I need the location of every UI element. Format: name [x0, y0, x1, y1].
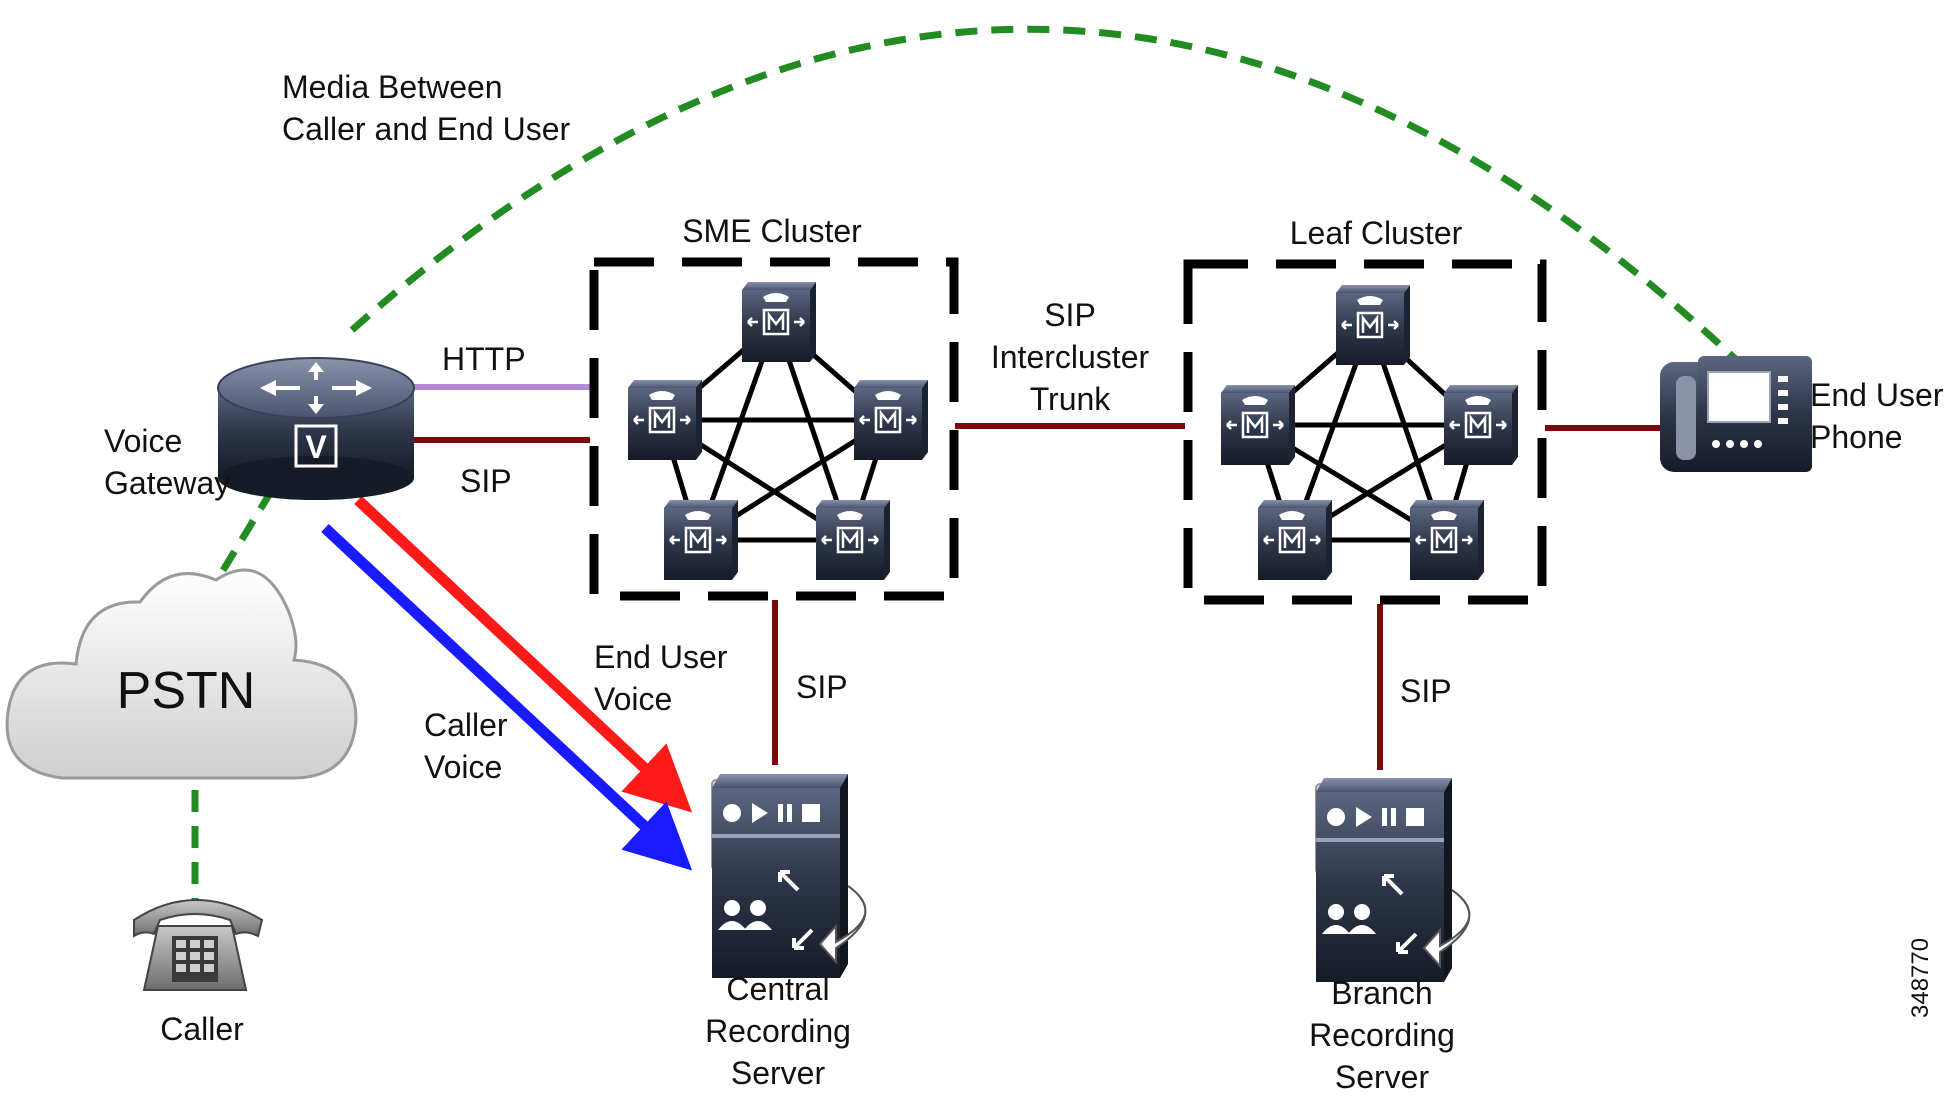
sip-trunk-label-line1: SIP: [1044, 297, 1096, 333]
end-user-voice-label-line2: Voice: [594, 681, 672, 717]
gateway-badge: V: [305, 429, 327, 465]
branch-server-label-line1: Branch: [1331, 975, 1432, 1011]
ip-phone-icon: [1660, 356, 1812, 472]
leaf-cucm-node-4: [1256, 498, 1334, 582]
sip-gateway-label: SIP: [460, 463, 512, 499]
sme-cucm-node-1: [740, 280, 818, 364]
caller-label: Caller: [160, 1011, 244, 1047]
voice-gateway-label-line1: Voice: [104, 423, 182, 459]
pstn-cloud-icon: PSTN: [5, 568, 358, 780]
caller-voice-arrow: [321, 523, 693, 871]
sme-cluster-label: SME Cluster: [682, 213, 862, 249]
sip-trunk-label-line3: Trunk: [1030, 381, 1112, 417]
end-user-phone-label-line1: End User: [1810, 377, 1944, 413]
branch-recording-server-icon: [1314, 776, 1472, 984]
sip-trunk-label-line2: Intercluster: [991, 339, 1150, 375]
leaf-cucm-node-3: [1442, 383, 1520, 467]
central-server-label-line3: Server: [731, 1055, 826, 1091]
leaf-cucm-node-2: [1219, 383, 1297, 467]
sip-branch-label: SIP: [1400, 673, 1452, 709]
media-path-gateway-pstn: [219, 488, 275, 574]
leaf-cucm-node-1: [1334, 283, 1412, 367]
sme-cucm-node-4: [662, 498, 740, 582]
leaf-cluster-boundary: [1183, 259, 1547, 605]
central-recording-server-icon: [710, 772, 868, 980]
leaf-cluster-label: Leaf Cluster: [1290, 215, 1463, 251]
central-server-label-line1: Central: [726, 971, 829, 1007]
sme-cucm-node-3: [852, 378, 930, 462]
router-icon: V: [217, 357, 415, 500]
media-label-line2: Caller and End User: [282, 111, 570, 147]
media-label-line1: Media Between: [282, 69, 503, 105]
end-user-voice-arrow: [354, 495, 693, 813]
sme-cluster-boundary: [589, 257, 959, 601]
caller-voice-label-line2: Voice: [424, 749, 502, 785]
http-label: HTTP: [442, 341, 526, 377]
voice-gateway-label-line2: Gateway: [104, 465, 230, 501]
media-path-dashed: [349, 25, 1748, 371]
end-user-phone-label-line2: Phone: [1810, 419, 1903, 455]
end-user-voice-label-line1: End User: [594, 639, 728, 675]
figure-id: 348770: [1907, 938, 1934, 1018]
pstn-label: PSTN: [117, 662, 256, 720]
sme-cucm-node-5: [814, 498, 892, 582]
sme-cucm-node-2: [626, 378, 704, 462]
sip-central-label: SIP: [796, 669, 848, 705]
central-server-label-line2: Recording: [705, 1013, 851, 1049]
leaf-cucm-node-5: [1408, 498, 1486, 582]
desk-telephone-icon: [133, 899, 264, 991]
caller-voice-label-line1: Caller: [424, 707, 508, 743]
branch-server-label-line2: Recording: [1309, 1017, 1455, 1053]
branch-server-label-line3: Server: [1335, 1059, 1430, 1095]
